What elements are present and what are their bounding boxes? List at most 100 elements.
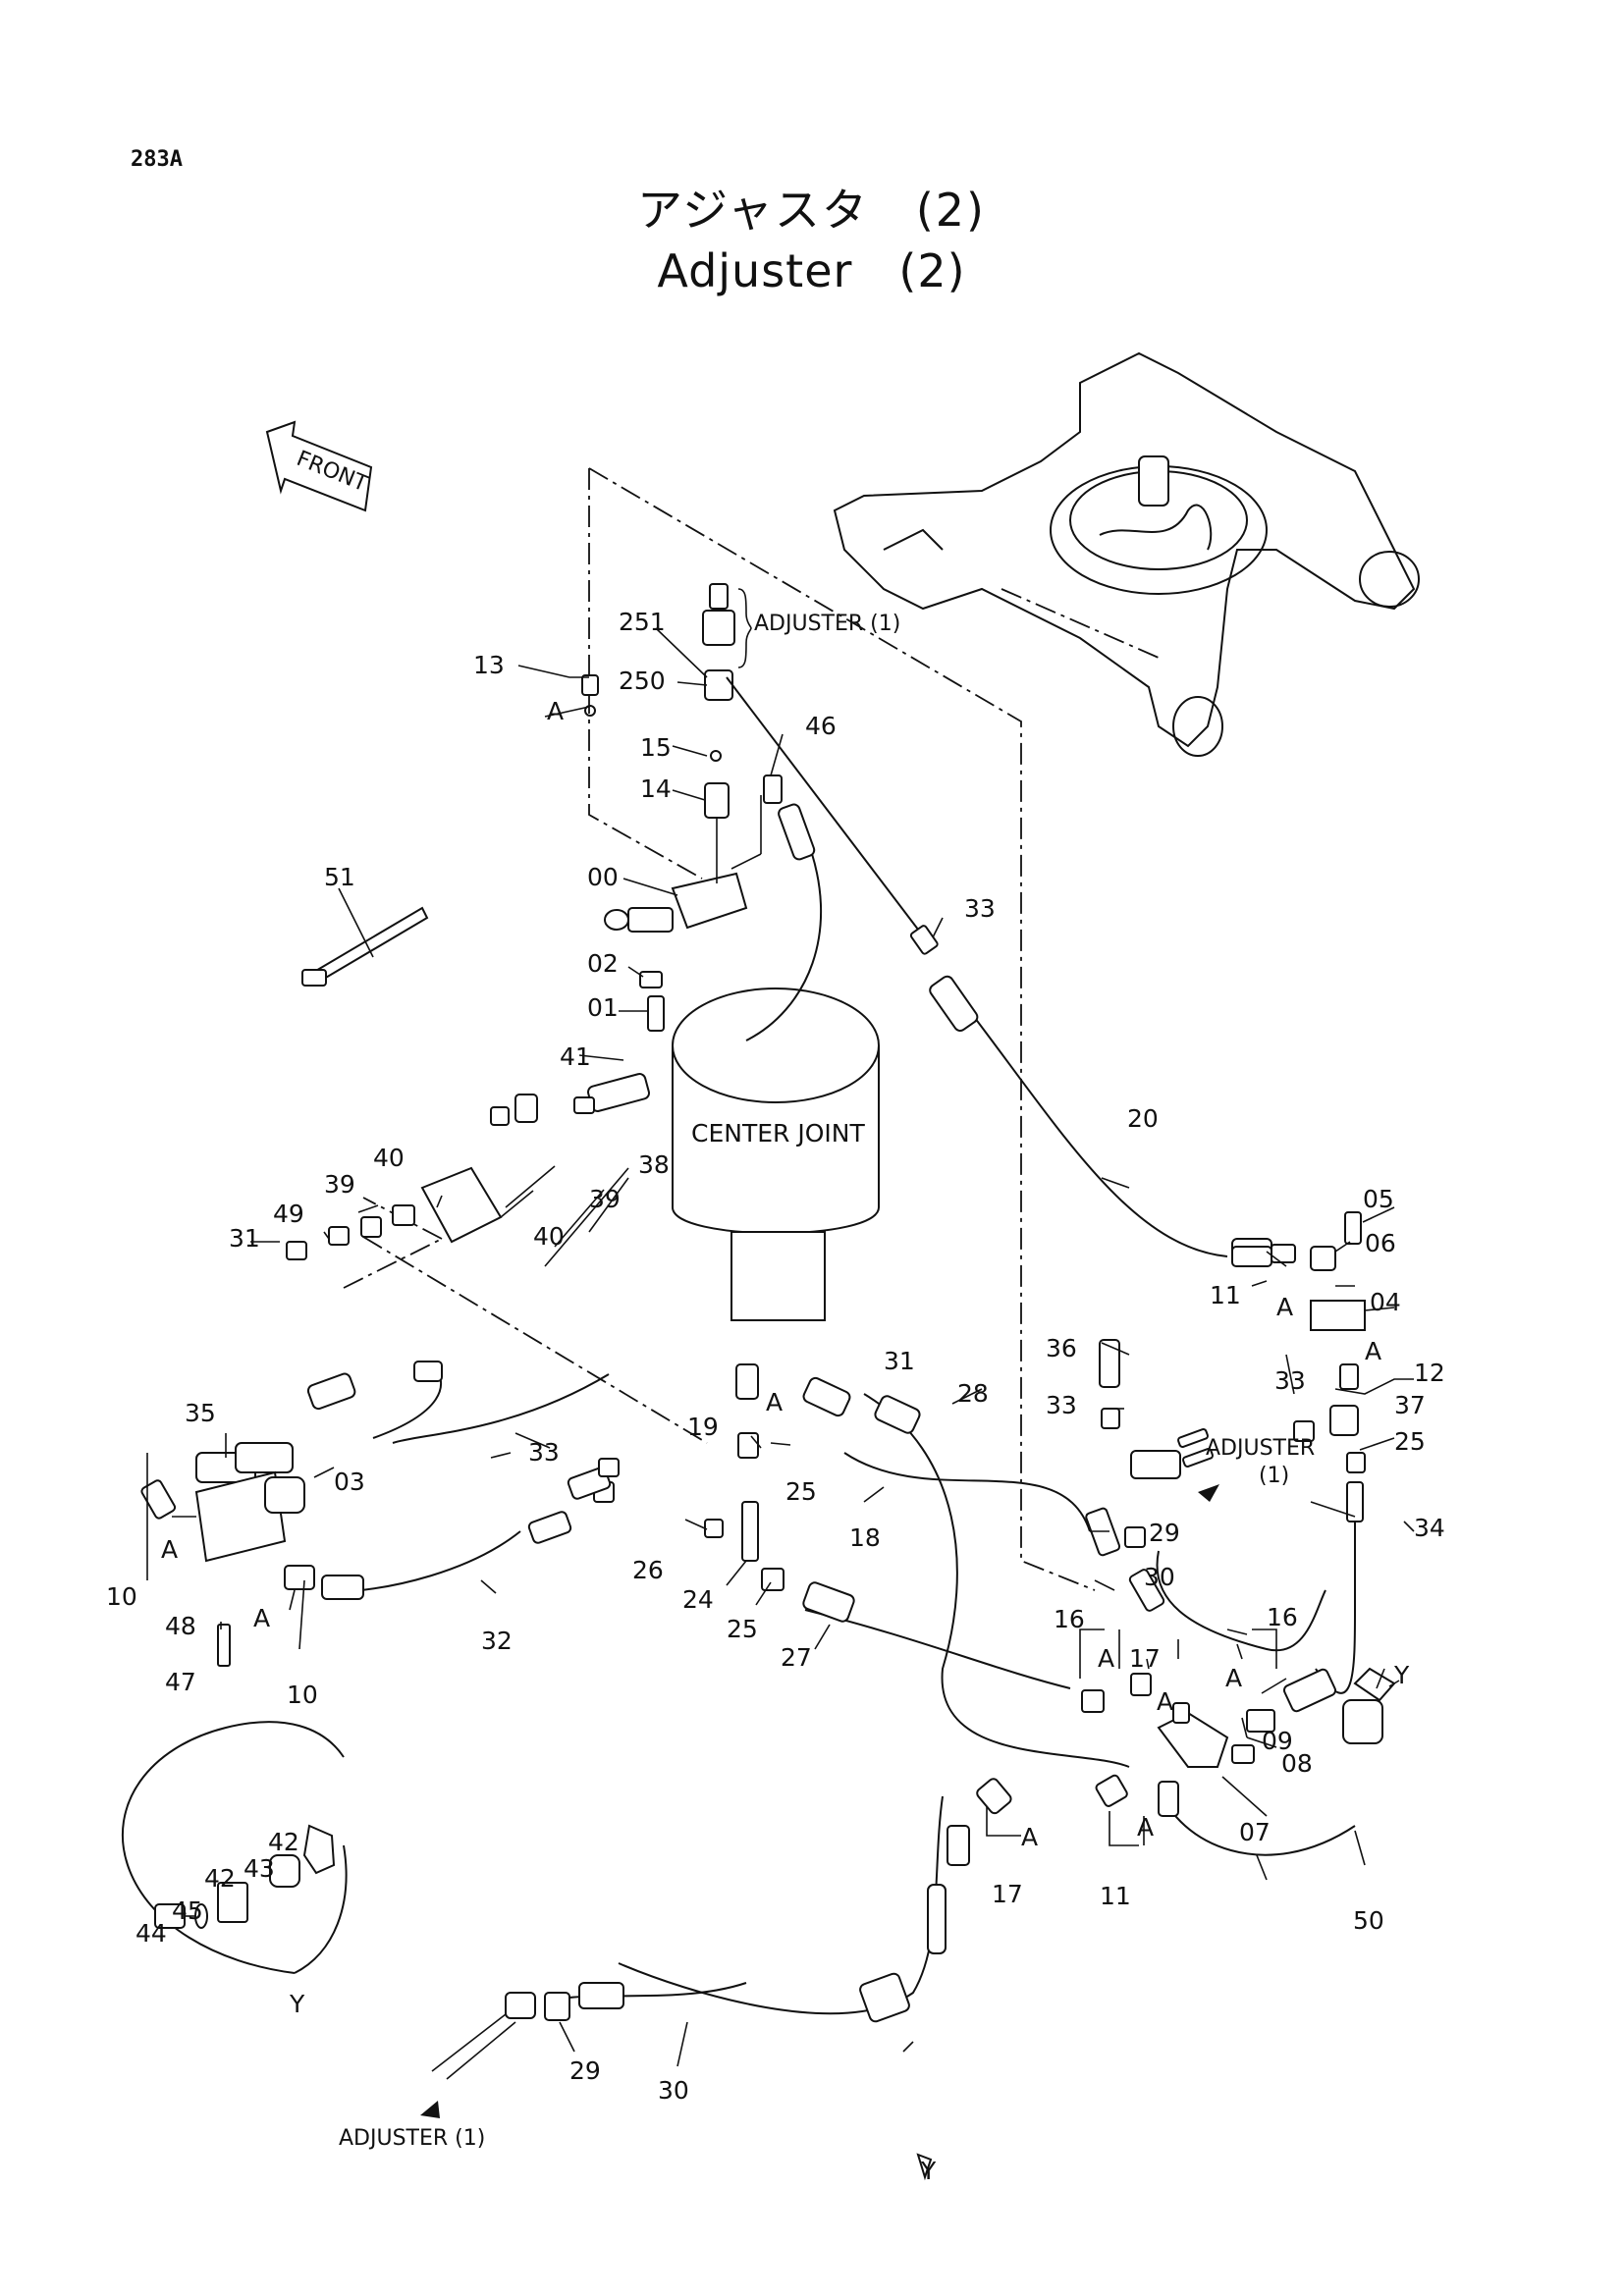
part-label-01: 01 (587, 993, 619, 1022)
part-label-47: 47 (165, 1668, 196, 1696)
part-label-42-top: 42 (268, 1828, 299, 1856)
part-label-02: 02 (587, 949, 619, 978)
part-label-13: 13 (473, 651, 505, 679)
view-marker-y-bottom: Y (920, 2157, 937, 2185)
part-label-50: 50 (1353, 1906, 1384, 1935)
part-label-04: 04 (1370, 1288, 1401, 1316)
view-marker-y-detail: Y (289, 1990, 305, 2018)
part-label-40-right: 40 (533, 1222, 565, 1251)
part-labels: 13 A 251 250 15 14 46 00 51 02 01 33 41 … (106, 608, 1445, 2185)
branch-marker-a-17b: A (1021, 1823, 1038, 1851)
part-label-33-mid: 33 (1046, 1391, 1077, 1419)
part-label-33-right: 33 (1274, 1366, 1306, 1395)
part-label-20: 20 (1127, 1104, 1159, 1133)
part-label-25-center: 25 (785, 1477, 817, 1506)
branch-marker-a-04: A (1276, 1293, 1293, 1321)
part-label-24: 24 (682, 1585, 714, 1614)
leader-lines (146, 627, 1415, 2067)
part-label-31-right: 31 (884, 1347, 915, 1375)
part-label-29-bottom: 29 (569, 2056, 601, 2085)
branch-marker-a-19: A (766, 1388, 783, 1416)
branch-marker-a-12: A (1365, 1337, 1381, 1365)
title-japanese: アジャスタ (2) (636, 184, 987, 237)
part-label-33-left: 33 (528, 1438, 560, 1467)
arrow-icon-mid-right (1198, 1484, 1219, 1502)
part-label-40-left: 40 (373, 1144, 405, 1172)
part-label-49: 49 (273, 1200, 304, 1228)
adjuster-brace (737, 588, 752, 668)
part-label-09: 09 (1262, 1727, 1293, 1755)
view-marker-y-right: Y (1393, 1661, 1410, 1689)
part-label-10-left: 10 (106, 1582, 137, 1611)
valve-block-00 (604, 795, 762, 933)
part-label-27: 27 (781, 1643, 812, 1672)
part-label-03: 03 (334, 1468, 365, 1496)
part-label-38: 38 (638, 1150, 670, 1179)
part-label-37: 37 (1394, 1391, 1426, 1419)
part-label-06: 06 (1365, 1229, 1396, 1257)
front-arrow-icon: FRONT (265, 420, 373, 512)
part-label-39-left: 39 (324, 1170, 355, 1199)
part-label-11-upper: 11 (1210, 1281, 1241, 1309)
part-label-41: 41 (560, 1042, 591, 1071)
part-label-16-right: 16 (1267, 1603, 1298, 1631)
part-label-16-left: 16 (1054, 1605, 1085, 1633)
part-label-10-right: 10 (287, 1681, 318, 1709)
page-number: 283A (131, 147, 183, 172)
adjuster-1-callout-top: ADJUSTER (1) (754, 612, 900, 636)
branch-marker-a-left: A (161, 1535, 178, 1564)
part-label-00: 00 (587, 863, 619, 891)
track-frame-drawing (833, 351, 1420, 757)
part-label-25-lower: 25 (727, 1615, 758, 1643)
part-label-08: 08 (1281, 1749, 1313, 1778)
part-label-33-upper: 33 (964, 894, 996, 923)
part-label-12: 12 (1414, 1359, 1445, 1387)
part-label-36: 36 (1046, 1334, 1077, 1362)
part-label-44: 44 (135, 1919, 167, 1948)
adjuster-1-callout-bottom: ADJUSTER (1) (339, 2126, 485, 2151)
part-label-39-right: 39 (589, 1185, 621, 1213)
branch-marker-a: A (547, 697, 564, 725)
center-joint: CENTER JOINT (672, 988, 880, 1321)
part-label-07: 07 (1239, 1818, 1271, 1846)
part-label-46: 46 (805, 712, 837, 740)
center-joint-label: CENTER JOINT (691, 1119, 865, 1148)
part-label-42-left: 42 (204, 1864, 236, 1893)
part-label-51: 51 (324, 863, 355, 891)
branch-marker-a-09: A (1225, 1664, 1242, 1692)
branch-marker-a-10: A (253, 1604, 270, 1632)
part-label-05: 05 (1363, 1185, 1394, 1213)
arrow-icon-bottom-left (420, 2101, 440, 2118)
part-label-251: 251 (619, 608, 666, 636)
part-label-30-bottom: 30 (658, 2076, 689, 2105)
part-label-35: 35 (185, 1399, 216, 1427)
part-label-43: 43 (243, 1854, 275, 1883)
part-label-30-mid: 30 (1144, 1563, 1175, 1591)
part-label-17-upper: 17 (1129, 1644, 1161, 1673)
part-label-250: 250 (619, 667, 666, 695)
fittings-column (581, 583, 735, 1032)
part-label-28: 28 (957, 1379, 989, 1408)
part-label-15: 15 (640, 733, 672, 762)
part-label-18: 18 (849, 1523, 881, 1552)
branch-marker-a-16: A (1098, 1644, 1114, 1673)
part-label-25-right: 25 (1394, 1427, 1426, 1456)
part-label-48: 48 (165, 1612, 196, 1640)
part-label-14: 14 (640, 774, 672, 803)
part-label-26: 26 (632, 1556, 664, 1584)
part-label-32: 32 (481, 1627, 513, 1655)
branch-marker-a-17: A (1157, 1687, 1173, 1716)
cable-tie-51 (301, 906, 429, 987)
adjuster-1-callout-mid: ADJUSTER (1206, 1436, 1315, 1461)
part-label-31-left: 31 (229, 1224, 260, 1253)
branch-marker-a-11: A (1137, 1813, 1154, 1842)
part-label-29-mid: 29 (1149, 1519, 1180, 1547)
part-label-19: 19 (687, 1413, 719, 1441)
part-label-45: 45 (172, 1896, 203, 1925)
detail-view-y (122, 1667, 1396, 2181)
adjuster-1-callout-mid-2: (1) (1259, 1464, 1289, 1488)
hose-lines (333, 676, 1356, 2015)
title-english: Adjuster (2) (657, 244, 966, 297)
